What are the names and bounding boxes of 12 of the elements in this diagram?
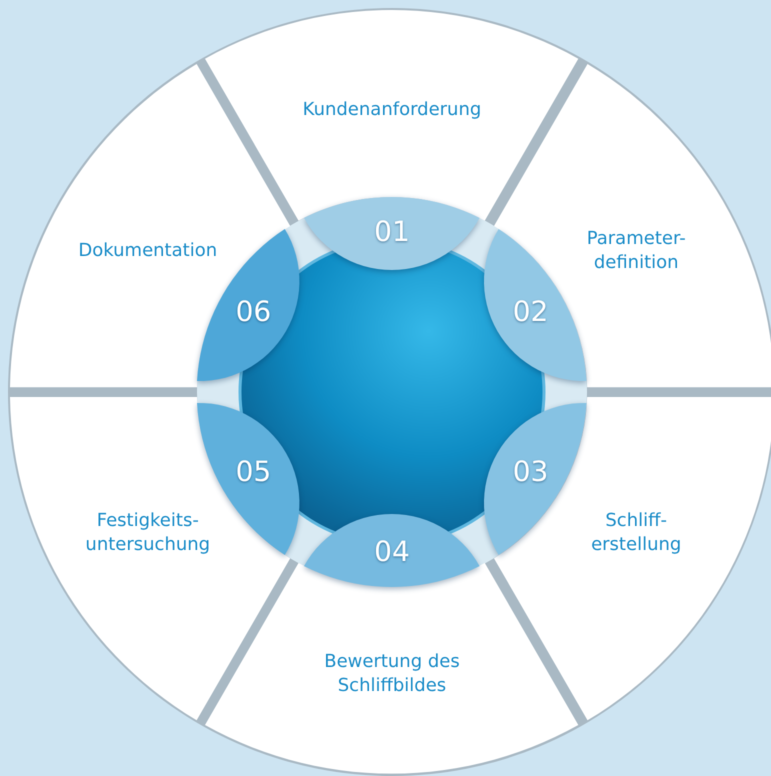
step-number: 03	[512, 456, 550, 488]
step-label: Kundenanforderung	[302, 98, 482, 122]
step-label: Dokumentation	[77, 238, 218, 263]
step-number: 05	[234, 456, 272, 488]
step-number: 06	[234, 296, 272, 328]
step-number: 01	[373, 216, 411, 248]
step-number: 02	[512, 296, 550, 328]
step-label: Schliff- erstellung	[590, 509, 682, 557]
step-label: Parameter- definition	[586, 226, 687, 275]
step-label: Festigkeits- untersuchung	[84, 509, 212, 557]
step-label: Bewertung des Schliffbildes	[323, 650, 461, 698]
step-number: 04	[373, 536, 411, 568]
